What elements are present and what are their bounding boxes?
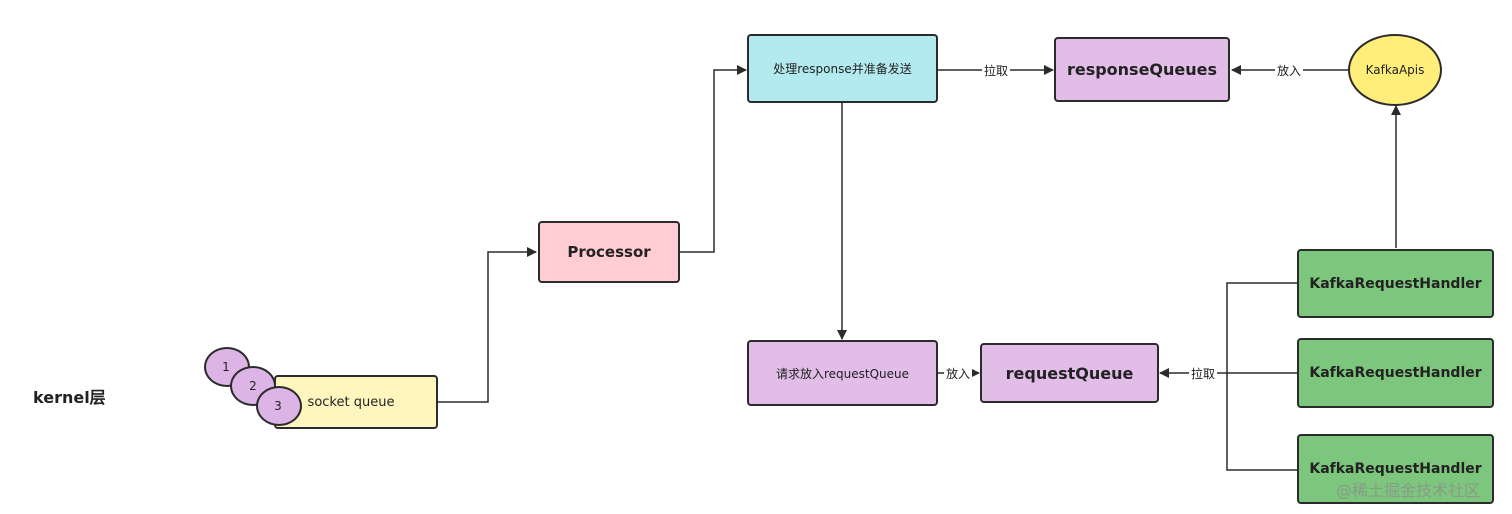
edge-handlers-bracket [1226, 282, 1298, 471]
kafka-request-handler-3: KafkaRequestHandler [1297, 434, 1494, 504]
socket-queue-label: socket queue [307, 394, 395, 410]
request-put-node: 请求放入requestQueue [747, 340, 938, 406]
kernel-layer-label: kernel层 [33, 388, 106, 407]
handler-label: KafkaRequestHandler [1309, 275, 1482, 292]
response-queues-label: responseQueues [1066, 60, 1218, 79]
kafka-request-handler-1: KafkaRequestHandler [1297, 249, 1494, 318]
response-queues-node: responseQueues [1054, 37, 1230, 102]
edge-processor-to-process-response [680, 65, 747, 253]
kafka-request-handler-2: KafkaRequestHandler [1297, 338, 1494, 408]
edge-label-put-response: 放入 [1275, 64, 1304, 78]
queue-item-3: 3 [256, 386, 302, 426]
process-response-node: 处理response并准备发送 [747, 34, 938, 103]
request-queue-label: requestQueue [1005, 363, 1134, 383]
handler-label: KafkaRequestHandler [1309, 461, 1482, 477]
edge-label-pull-response: 拉取 [982, 64, 1011, 78]
kafka-apis-node: KafkaApis [1348, 34, 1442, 106]
handler-label: KafkaRequestHandler [1309, 365, 1482, 381]
request-put-label: 请求放入requestQueue [775, 366, 910, 381]
processor-node: Processor [538, 221, 680, 283]
watermark: @稀土掘金技术社区 [1336, 481, 1481, 500]
request-queue-node: requestQueue [980, 343, 1159, 403]
socket-queue-node: socket queue [274, 375, 438, 429]
edge-label-put-request: 放入 [944, 367, 973, 381]
edge-socket-to-processor [438, 247, 537, 403]
processor-label: Processor [567, 243, 651, 261]
edge-label-pull-request: 拉取 [1189, 367, 1218, 381]
process-response-label: 处理response并准备发送 [773, 62, 912, 76]
kafka-apis-label: KafkaApis [1365, 63, 1425, 77]
